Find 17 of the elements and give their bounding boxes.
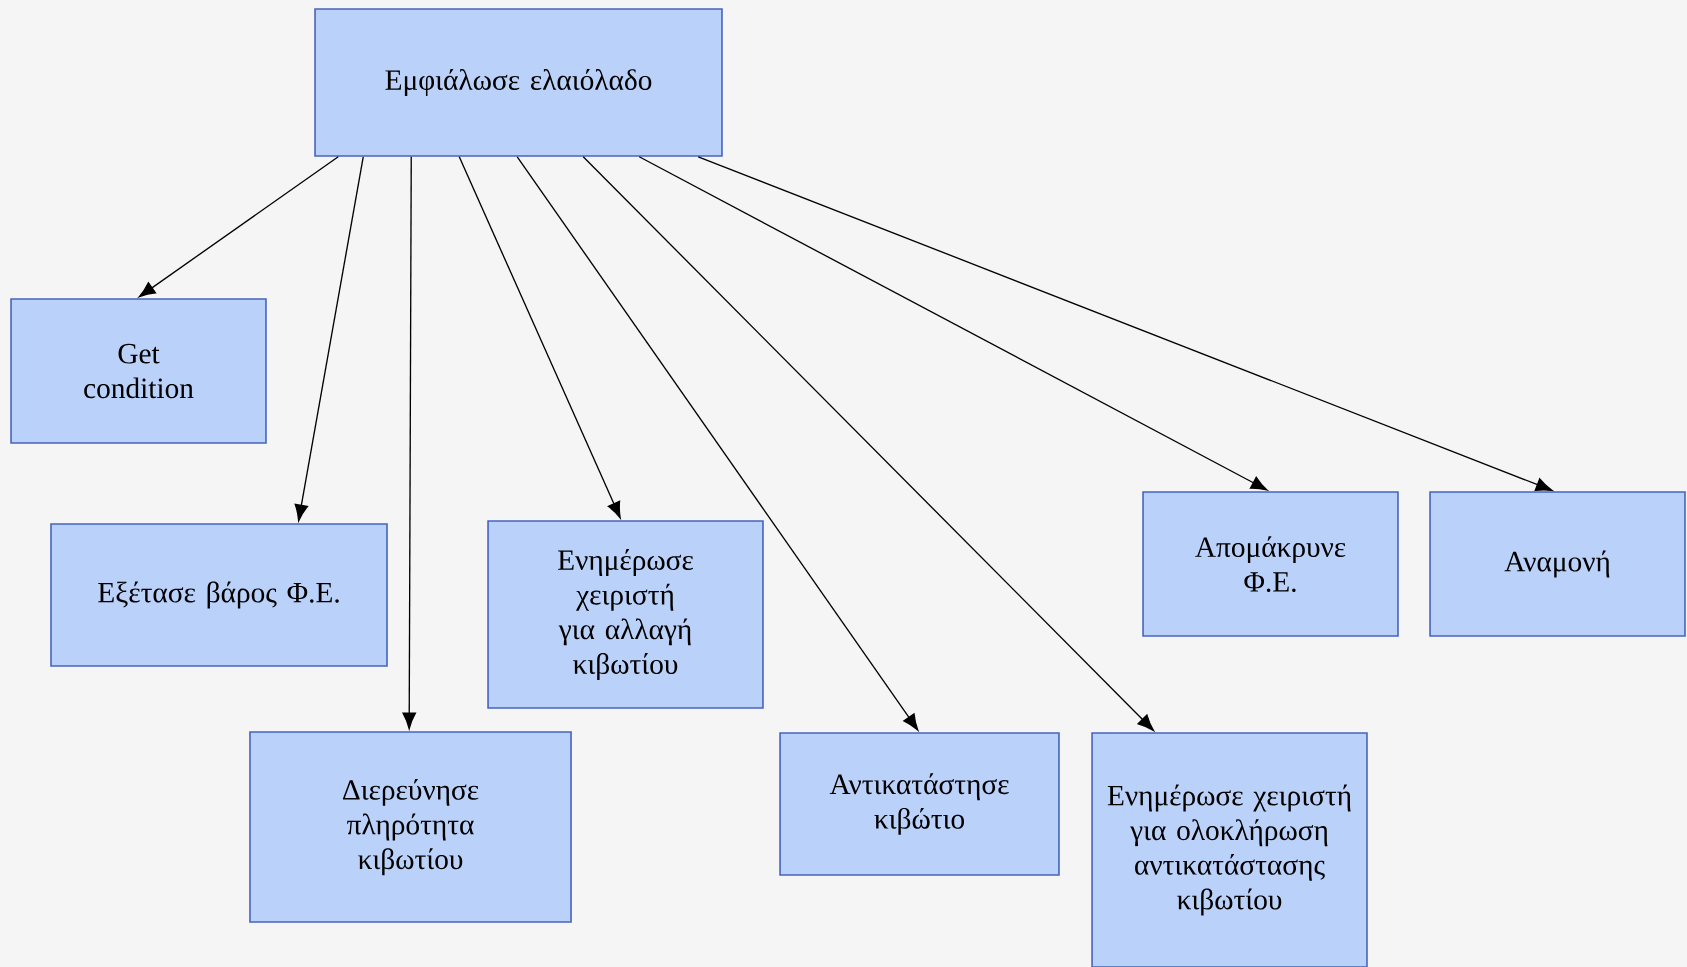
process-box: Ενημέρωσε χειριστή για αλλαγή κιβωτίου	[487, 520, 764, 709]
process-box: Get condition	[10, 298, 267, 444]
process-box: Εξέτασε βάρος Φ.Ε.	[50, 523, 388, 667]
arrow	[516, 156, 919, 731]
process-box: Αντικατάστησε κιβώτιο	[779, 732, 1060, 876]
arrow	[138, 156, 339, 298]
arrow	[294, 156, 364, 522]
arrow	[638, 156, 1268, 491]
arrow	[458, 156, 621, 519]
process-box: Αναμονή	[1429, 491, 1686, 637]
process-box: Απομάκρυνε Φ.Ε.	[1142, 491, 1399, 637]
arrow	[697, 156, 1553, 492]
arrow	[402, 156, 417, 730]
process-box: Ενημέρωσε χειριστή για ολοκλήρωση αντικατάστασης κιβωτίου	[1091, 732, 1368, 967]
process-box: Διερεύνησε πληρότητα κιβωτίου	[249, 731, 572, 923]
arrow	[582, 156, 1155, 731]
process-box: Εμφιάλωσε ελαιόλαδο	[314, 8, 723, 157]
